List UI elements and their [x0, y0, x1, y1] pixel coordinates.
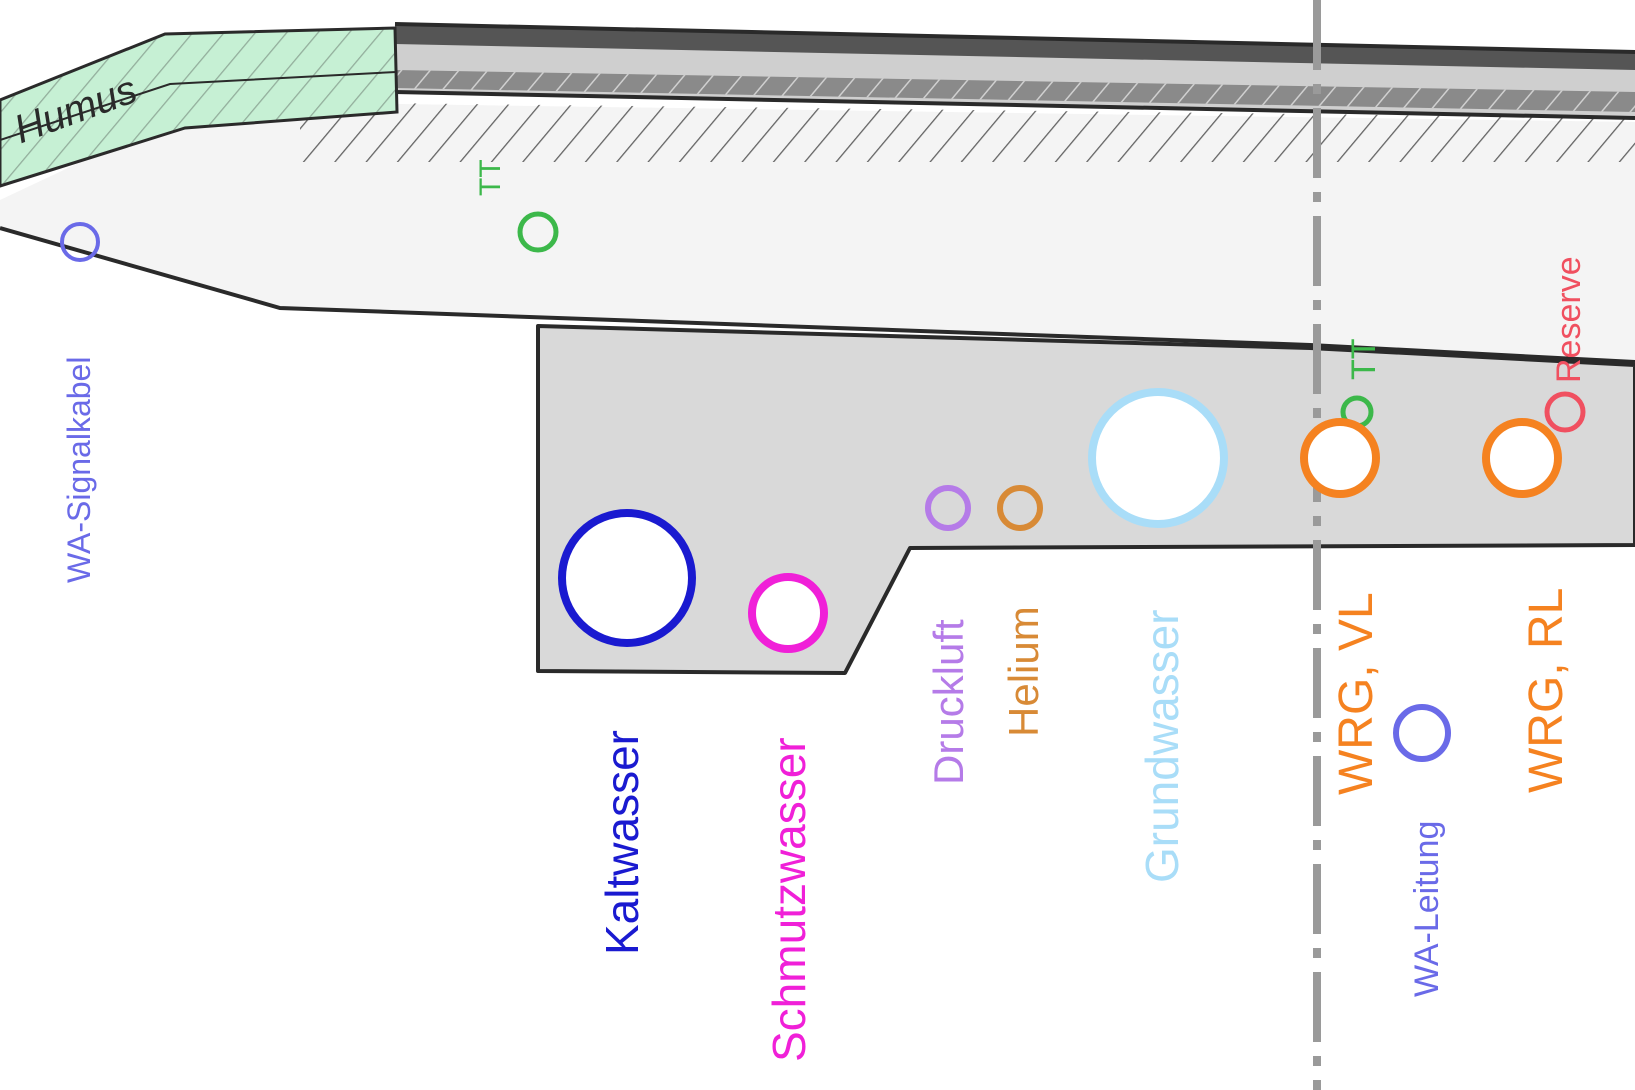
- kaltwasser-label: Kaltwasser: [596, 730, 648, 955]
- humus-hatch: [0, 28, 397, 186]
- soil-region: [0, 104, 1635, 362]
- helium-pipe: [997, 485, 1043, 531]
- wrg-rl-pipe: [1482, 418, 1562, 498]
- grundwasser-pipe: [1088, 388, 1228, 528]
- tt-top-label: TT: [474, 159, 507, 196]
- wrg-rl-label: WRG, RL: [1520, 588, 1573, 793]
- reserve-label: Reserve: [1550, 256, 1588, 383]
- kaltwasser-pipe: [558, 509, 696, 647]
- trench-region: [536, 324, 1635, 675]
- soil-outline: [0, 226, 1635, 364]
- wa-signalkabel-pipe: [60, 222, 100, 262]
- wrg-vl-label: WRG, VL: [1330, 592, 1383, 795]
- schmutzwasser-label: Schmutzwasser: [763, 737, 815, 1062]
- humus-inner-line: [0, 71, 397, 141]
- druckluft-label: Druckluft: [925, 619, 972, 785]
- helium-label: Helium: [1000, 606, 1047, 737]
- tt-right-label: TT: [1345, 338, 1383, 380]
- road-surface-top-band: [395, 24, 1635, 70]
- wa-signalkabel-label: WA-Signalkabel: [61, 357, 97, 583]
- reserve-pipe: [1544, 391, 1586, 433]
- grundwasser-label: Grundwasser: [1136, 609, 1188, 883]
- wa-leitung-pipe: [1393, 704, 1451, 762]
- soil-hatch-band: [300, 102, 1635, 162]
- road-surface-outline: [394, 22, 1635, 120]
- druckluft-pipe: [925, 485, 971, 531]
- wrg-vl-pipe: [1300, 418, 1380, 498]
- wa-leitung-label: WA-Leitung: [1408, 821, 1446, 997]
- road-surface-hatch-lines: [395, 70, 1635, 112]
- schmutzwasser-pipe: [748, 573, 828, 653]
- tt-top-sensor: [517, 211, 559, 253]
